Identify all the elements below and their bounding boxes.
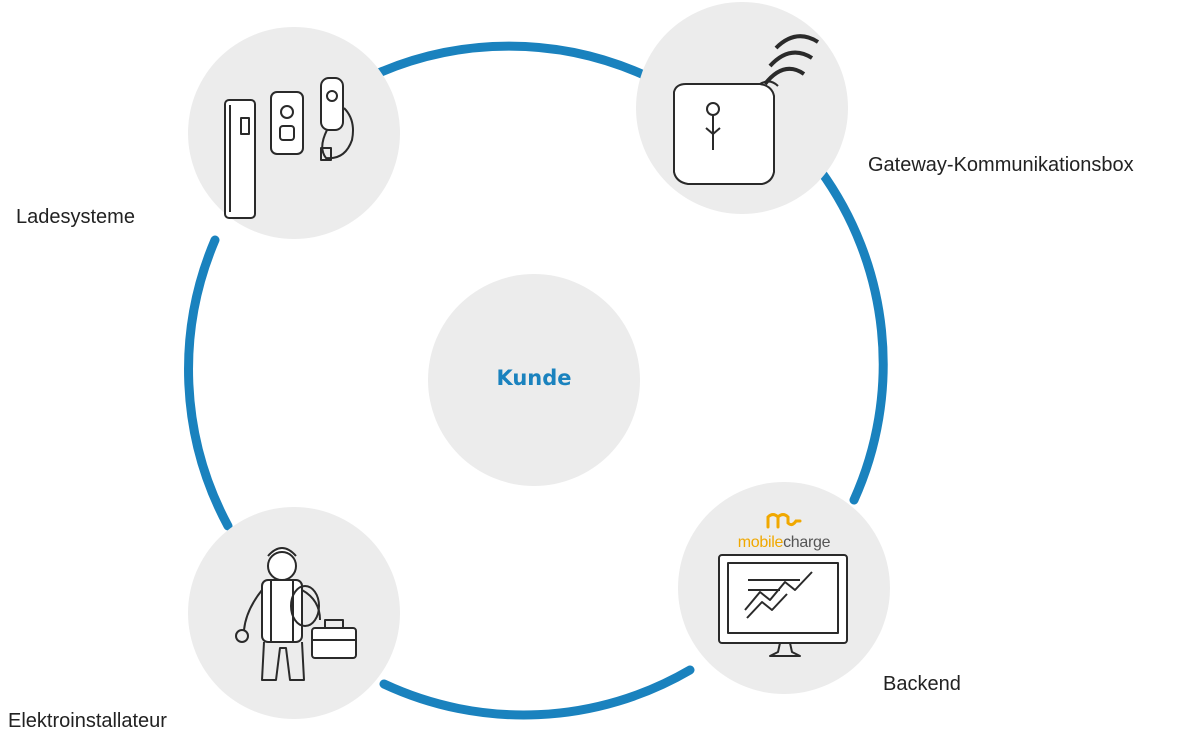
ring-arc-bottom (379, 665, 695, 720)
logo-wordmark: mobilecharge (722, 534, 846, 552)
gateway-label: Gateway-Kommunikationsbox (868, 154, 1134, 176)
ring-arc-left (184, 235, 233, 531)
center-node (428, 274, 640, 486)
ring-arc-top (369, 41, 649, 80)
ring-arc-right (815, 165, 888, 505)
mobilecharge-logo: mobilecharge (722, 511, 846, 552)
center-label: Kunde (496, 366, 572, 390)
gateway-box-icon (673, 34, 820, 185)
electrician-icon (235, 547, 357, 681)
charging-stations-icon (224, 77, 354, 219)
backend-label: Backend (883, 673, 961, 695)
logo-part-mobile: mobile (737, 534, 784, 551)
elektroinstallateur-label: Elektroinstallateur (8, 710, 167, 732)
logo-part-charge: charge (783, 534, 831, 551)
logo-plug-icon (766, 513, 802, 529)
ladesysteme-label: Ladesysteme (16, 206, 135, 228)
backend-monitor-icon (718, 554, 848, 657)
